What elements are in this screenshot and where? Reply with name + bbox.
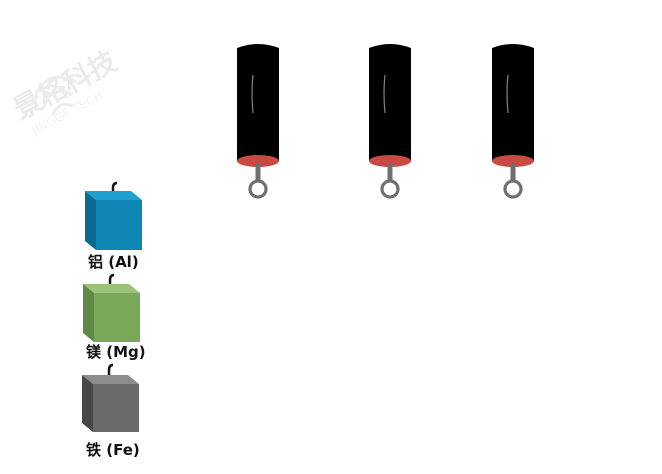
spring-scale-3 [492,44,534,199]
metal-label-al: 铝 (Al) [88,253,139,271]
spring-scale-1 [237,44,279,199]
metal-label-fe: 铁 (Fe) [86,441,140,459]
metal-label-mg: 镁 (Mg) [86,343,146,361]
metal-block-mg[interactable] [81,272,147,344]
metal-block-al[interactable] [82,180,148,252]
metal-block-fe[interactable] [80,362,146,434]
watermark-logo: 景格科技 JINGGE TECH [8,44,122,138]
spring-scale-2 [369,44,411,199]
watermark-mark-icon [34,75,74,117]
